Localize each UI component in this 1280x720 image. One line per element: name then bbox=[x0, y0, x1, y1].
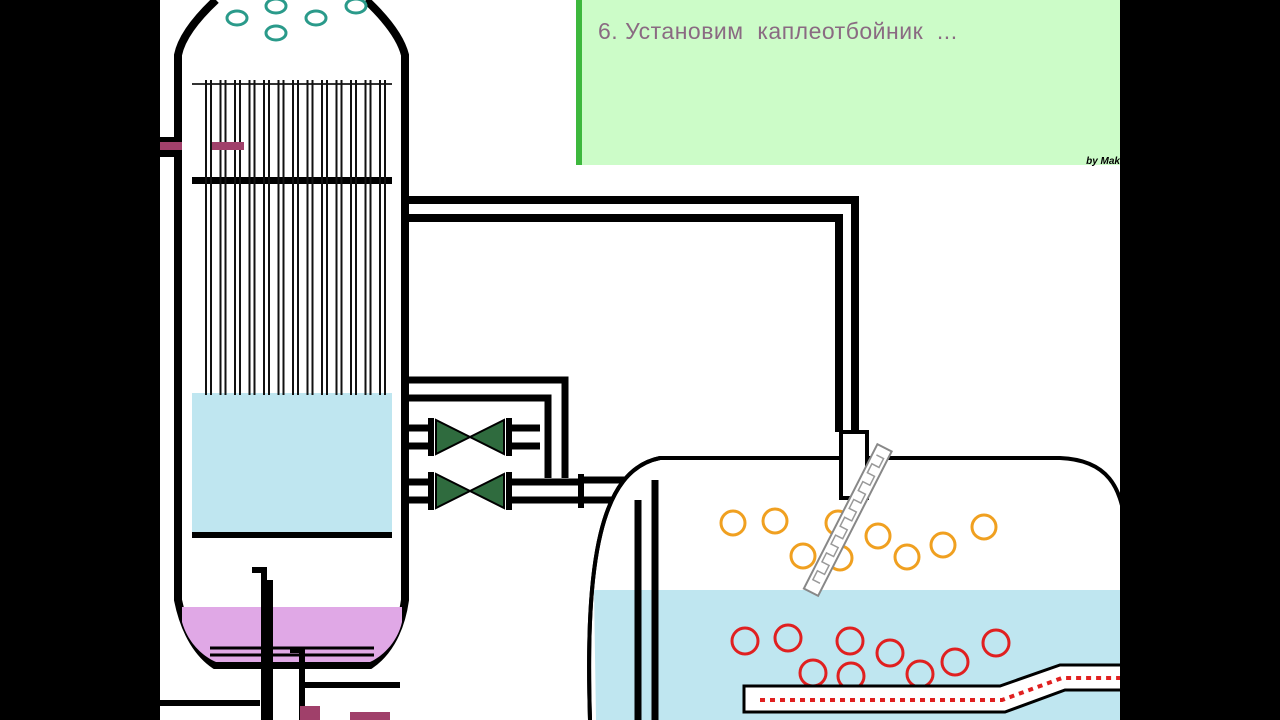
author-credit: by Mak bbox=[1086, 156, 1120, 167]
process-diagram: 6. Установим каплеотбойник ... by Mak bbox=[160, 0, 1120, 720]
valve-flange bbox=[506, 418, 512, 456]
valve-flange bbox=[428, 472, 434, 510]
reactor-vessel bbox=[160, 0, 409, 720]
valve-icon[interactable] bbox=[435, 418, 505, 456]
diagram-svg bbox=[160, 0, 1120, 720]
vapor-bubbles-top bbox=[225, 0, 368, 42]
sparger-pipe bbox=[742, 663, 1120, 714]
step-caption: 6. Установим каплеотбойник ... bbox=[598, 18, 958, 44]
valve-flange bbox=[428, 418, 434, 456]
valve-icon[interactable] bbox=[435, 472, 505, 510]
vapor-pipe bbox=[405, 196, 859, 432]
valve-flange bbox=[506, 472, 512, 510]
gas-bubbles-in-liquid bbox=[730, 623, 1011, 691]
step-caption-box: 6. Установим каплеотбойник ... by Mak bbox=[576, 0, 1120, 167]
reactor-water bbox=[192, 393, 392, 535]
vapor-bubbles-separator bbox=[719, 507, 998, 572]
pipe-flange bbox=[578, 474, 584, 508]
hot-pipe bbox=[160, 142, 182, 150]
drop-eliminator-icon[interactable] bbox=[802, 442, 894, 598]
